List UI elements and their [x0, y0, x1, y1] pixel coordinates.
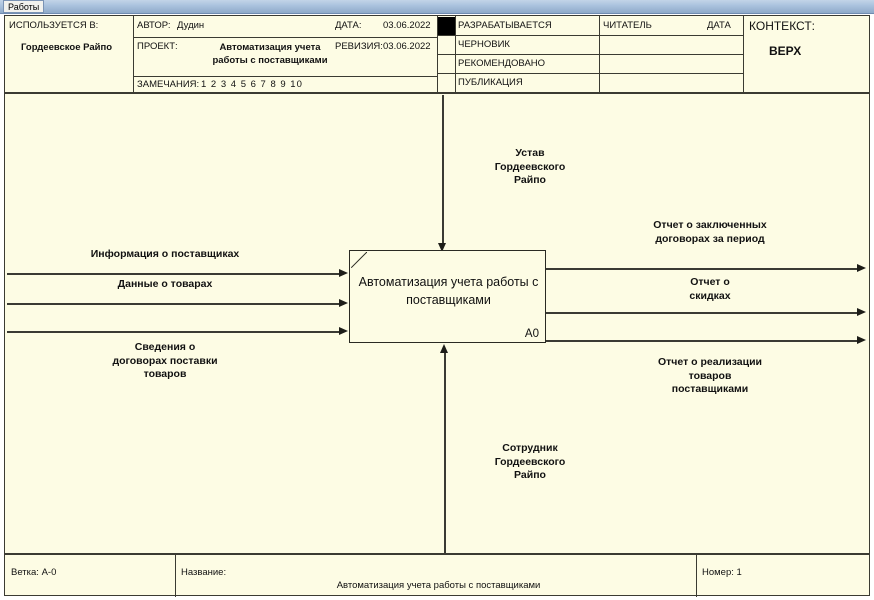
- diagram-footer-table: Ветка: А-0 Название: Автоматизация учета…: [5, 553, 869, 597]
- control-arrow-head-0: [438, 243, 446, 252]
- header-divider-2: [437, 16, 438, 94]
- date-value: 03.06.2022: [383, 20, 431, 31]
- used-at-label: ИСПОЛЬЗУЕТСЯ В:: [9, 20, 99, 31]
- output-label-0: Отчет о заключенных договорах за период: [653, 219, 767, 245]
- status-check-2[interactable]: [438, 55, 455, 73]
- header-divider-4: [599, 16, 600, 94]
- footer-divider-2: [696, 555, 697, 597]
- diagram-canvas: Устав Гордеевского Райпо Информация о по…: [5, 95, 869, 553]
- input-arrow-head-0: [339, 269, 348, 277]
- project-label: ПРОЕКТ:: [137, 41, 178, 52]
- window-titlebar: Работы: [0, 0, 874, 14]
- footer-node-label: Ветка: А-0: [11, 567, 57, 578]
- notes-value: 1 2 3 4 5 6 7 8 9 10: [201, 79, 303, 90]
- input-label-2: Сведения о договорах поставки товаров: [112, 341, 218, 380]
- status-check-1[interactable]: [438, 36, 455, 54]
- output-arrow-line-1[interactable]: [546, 312, 859, 314]
- input-arrow-line-2[interactable]: [7, 331, 339, 333]
- reader-date-label: ДАТА: [707, 20, 731, 31]
- input-arrow-head-1: [339, 299, 348, 307]
- output-arrow-head-1: [857, 308, 866, 316]
- date-label: ДАТА:: [335, 20, 362, 31]
- status-check-3[interactable]: [438, 74, 455, 93]
- author-label: АВТОР:: [137, 20, 171, 31]
- mechanism-arrow-head-0: [440, 344, 448, 353]
- control-arrow-line-0[interactable]: [442, 95, 444, 245]
- reader-label: ЧИТАТЕЛЬ: [603, 20, 652, 31]
- header-divider-1: [133, 16, 134, 94]
- status-label-1: ЧЕРНОВИК: [458, 39, 510, 50]
- header-divider-3: [455, 16, 456, 94]
- status-rule-1: [437, 35, 743, 36]
- input-arrow-head-2: [339, 327, 348, 335]
- status-rule-2: [437, 54, 743, 55]
- notes-label: ЗАМЕЧАНИЯ:: [137, 79, 200, 90]
- input-arrow-line-1[interactable]: [7, 303, 339, 305]
- input-label-1: Данные о товарах: [117, 278, 213, 290]
- context-label: КОНТЕКСТ:: [749, 19, 815, 33]
- status-label-2: РЕКОМЕНДОВАНО: [458, 58, 546, 69]
- mechanism-arrow-line-0[interactable]: [444, 351, 446, 553]
- output-arrow-line-2[interactable]: [546, 340, 859, 342]
- context-value: ВЕРХ: [769, 44, 802, 58]
- footer-title-label: Название:: [181, 567, 227, 578]
- footer-number-label: Номер: 1: [702, 567, 742, 578]
- output-label-1: Отчет о скидках: [689, 276, 731, 302]
- output-arrow-head-2: [857, 336, 866, 344]
- revision-value: 03.06.2022: [383, 41, 431, 52]
- mechanism-label-0: Сотрудник Гордеевского Райпо: [494, 442, 566, 481]
- status-rule-3: [437, 73, 743, 74]
- activity-corner-notch-icon: [351, 252, 367, 268]
- diagram-sheet: ИСПОЛЬЗУЕТСЯ В: Гордеевское Райпо АВТОР:…: [4, 15, 870, 597]
- control-label-0: Устав Гордеевского Райпо: [494, 147, 566, 186]
- input-arrow-line-0[interactable]: [7, 273, 339, 275]
- footer-divider-1: [175, 555, 176, 597]
- activity-name: Автоматизация учета работы с поставщикам…: [358, 275, 539, 307]
- used-at-value: Гордеевское Райпо: [21, 42, 112, 53]
- status-label-0: РАЗРАБАТЫВАЕТСЯ: [458, 20, 552, 31]
- footer-title-value: Автоматизация учета работы с поставщикам…: [336, 580, 541, 591]
- output-label-2: Отчет о реализации товаров поставщиками: [657, 356, 762, 395]
- activity-code: A0: [524, 328, 539, 340]
- output-arrow-head-0: [857, 264, 866, 272]
- diagram-header-table: ИСПОЛЬЗУЕТСЯ В: Гордеевское Райпо АВТОР:…: [5, 16, 869, 94]
- header-rule-notes: [133, 76, 437, 77]
- header-divider-5: [743, 16, 744, 94]
- status-check-0[interactable]: [438, 17, 455, 35]
- project-value: Автоматизация учета работы с поставщикам…: [212, 42, 328, 66]
- header-rule-author: [133, 37, 437, 38]
- status-label-3: ПУБЛИКАЦИЯ: [458, 77, 523, 88]
- window-title: Работы: [3, 0, 45, 13]
- activity-box-a0[interactable]: Автоматизация учета работы с поставщикам…: [349, 250, 546, 343]
- input-label-0: Информация о поставщиках: [90, 248, 240, 260]
- author-value: Дудин: [177, 20, 205, 31]
- output-arrow-line-0[interactable]: [546, 268, 859, 270]
- revision-label: РЕВИЗИЯ:: [335, 41, 383, 52]
